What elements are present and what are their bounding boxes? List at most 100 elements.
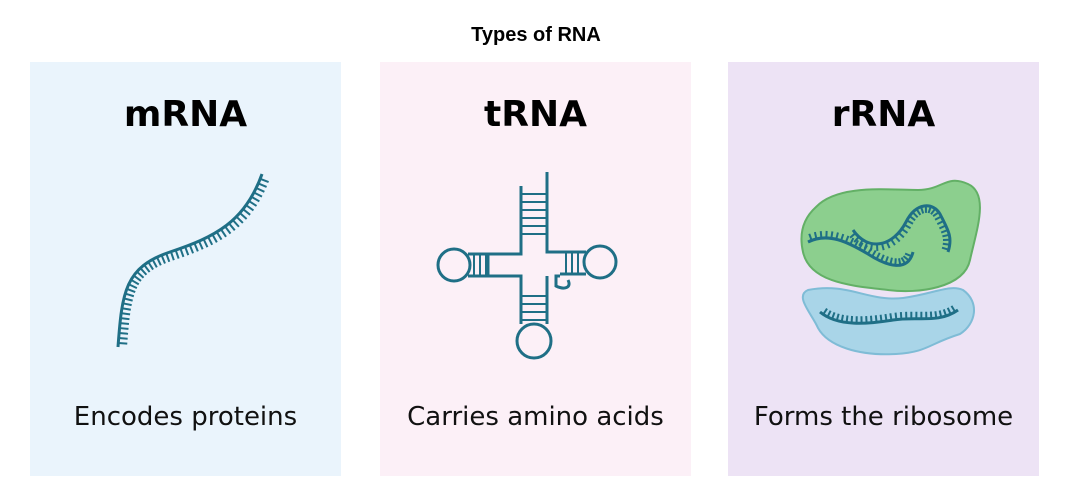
nucleotide-tick	[938, 224, 947, 230]
nucleotide-tick	[934, 215, 942, 221]
nucleotide-tick	[835, 313, 840, 321]
nucleotide-tick	[942, 309, 948, 317]
nucleotide-tick	[151, 258, 158, 268]
nucleotide-tick	[235, 215, 244, 224]
nucleotide-tick	[813, 231, 818, 240]
nucleotide-tick	[858, 242, 864, 250]
nucleotide-tick	[853, 236, 860, 243]
nucleotide-tick	[220, 228, 227, 238]
nucleotide-tick	[920, 206, 925, 214]
nucleotide-tick	[822, 307, 828, 315]
nucleotide-tick	[912, 211, 919, 218]
nucleotide-tick	[938, 310, 943, 318]
nucleotide-tick	[940, 229, 949, 234]
nucleotide-tick	[879, 314, 883, 322]
nucleotide-tick	[904, 252, 912, 258]
nucleotide-tick	[915, 208, 922, 216]
nucleotide-tick	[831, 312, 836, 320]
nucleotide-tick	[898, 258, 902, 266]
nucleotide-tick	[193, 242, 199, 252]
mrna-heading: mRNA	[123, 94, 248, 135]
nucleotide-tick	[942, 233, 950, 238]
nucleotide-tick	[251, 195, 260, 203]
nucleotide-tick	[179, 248, 185, 258]
nucleotide-tick	[239, 212, 248, 220]
nucleotide-tick	[128, 283, 138, 289]
page-title: Types of RNA	[471, 24, 601, 46]
nucleotide-tick	[902, 255, 910, 262]
nucleotide-tick	[170, 251, 175, 261]
nucleotide-tick	[121, 312, 131, 316]
nucleotide-tick	[174, 249, 180, 259]
nucleotide-tick	[908, 215, 916, 222]
ribosome-icon	[728, 62, 1039, 476]
trna-caption: Carries amino acids	[407, 402, 664, 432]
nucleotide-tick	[136, 270, 145, 279]
nucleotide-tick	[897, 232, 905, 239]
nucleotide-tick	[118, 342, 128, 345]
nucleotide-tick	[118, 337, 128, 340]
nucleotide-tick	[257, 182, 267, 188]
trna-cloverleaf-icon	[380, 62, 691, 476]
nucleotide-tick	[184, 246, 190, 256]
nucleotide-tick	[901, 228, 909, 234]
nucleotide-tick	[120, 317, 130, 321]
nucleotide-tick	[927, 206, 932, 214]
nucleotide-tick	[900, 257, 906, 265]
nucleotide-tick	[147, 261, 154, 271]
nucleotide-tick	[930, 208, 937, 215]
nucleotide-tick	[207, 236, 214, 246]
nucleotide-tick	[890, 238, 896, 246]
nucleotide-tick	[232, 219, 240, 228]
nucleotide-tick	[160, 254, 166, 264]
nucleotide-tick	[130, 278, 140, 286]
nucleotide-tick	[853, 239, 859, 248]
nucleotide-tick	[936, 220, 945, 226]
nucleotide-tick	[253, 191, 263, 198]
nucleotide-tick	[119, 327, 129, 330]
nucleotide-tick	[819, 231, 823, 239]
nucleotide-tick	[118, 332, 129, 335]
mrna-strand-icon	[30, 62, 341, 476]
nucleotide-tick	[934, 311, 938, 319]
mrna-panel: mRNA Encodes proteins	[30, 62, 341, 476]
nucleotide-tick	[840, 314, 844, 322]
nucleotide-tick	[849, 232, 857, 239]
nucleotide-tick	[840, 233, 845, 241]
nucleotide-tick	[942, 242, 950, 246]
nucleotide-tick	[874, 315, 878, 323]
nucleotide-tick	[242, 208, 251, 216]
rrna-panel: rRNA Forms the ribosome	[728, 62, 1039, 476]
nucleotide-tick	[198, 240, 204, 250]
nucleotide-tick	[255, 187, 265, 193]
rrna-caption: Forms the ribosome	[753, 402, 1014, 432]
nucleotide-tick	[156, 256, 162, 266]
nucleotide-tick	[139, 267, 148, 276]
nucleotide-tick	[903, 223, 912, 230]
nucleotide-tick	[124, 292, 135, 298]
nucleotide-tick	[894, 312, 898, 320]
nucleotide-tick	[830, 231, 834, 239]
nucleotide-tick	[245, 204, 255, 212]
nucleotide-tick	[849, 237, 855, 245]
nucleotide-tick	[143, 264, 151, 273]
nucleotide-tick	[946, 307, 952, 315]
nucleotide-tick	[863, 241, 869, 250]
nucleotide-tick	[869, 315, 873, 323]
nucleotide-tick	[808, 233, 813, 241]
mrna-caption: Encodes proteins	[73, 402, 298, 432]
nucleotide-tick	[826, 310, 832, 318]
nucleotide-tick	[941, 246, 949, 251]
nucleotide-tick	[165, 252, 171, 263]
nucleotide-tick	[202, 238, 209, 248]
nucleotide-tick	[844, 235, 850, 243]
nucleotide-tick	[884, 256, 889, 264]
nucleotide-tick	[248, 200, 258, 207]
nucleotide-tick	[950, 305, 956, 313]
nucleotide-tick	[884, 313, 888, 322]
nucleotide-tick	[119, 322, 130, 326]
nucleotide-tick	[228, 222, 236, 231]
rrna-heading: rRNA	[831, 94, 936, 135]
nucleotide-tick	[122, 302, 132, 307]
nucleotide-tick	[906, 219, 914, 225]
